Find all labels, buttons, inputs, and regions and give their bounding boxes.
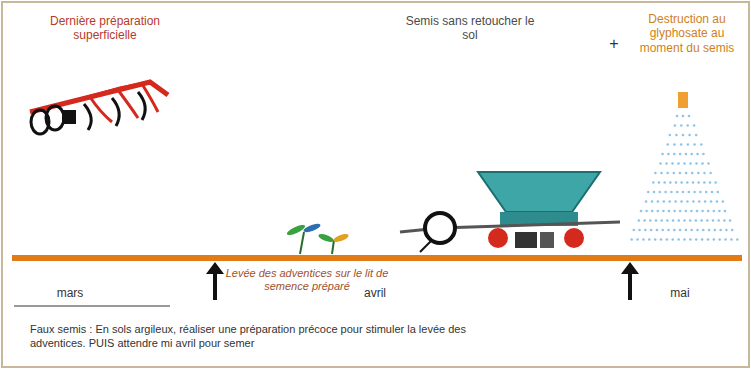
- harrow: [30, 82, 168, 134]
- weed-seedlings: [286, 222, 350, 254]
- caption: Faux semis : En sols argileux, réaliser …: [30, 322, 510, 351]
- spray-dots: [630, 115, 738, 241]
- ground-line: [12, 255, 742, 261]
- operation-label: Semis sans retoucher le sol: [405, 14, 535, 43]
- up-arrow: [621, 262, 639, 300]
- month-label: avril: [345, 286, 405, 300]
- plus-sign: +: [604, 34, 624, 53]
- scale-line: [14, 306, 170, 307]
- month-label: mars: [40, 286, 100, 300]
- up-arrow: [206, 262, 224, 300]
- operation-label: Destruction au glyphosate au moment du s…: [632, 12, 742, 55]
- month-label: mai: [650, 286, 710, 300]
- operation-label: Dernière préparation superficielle: [40, 14, 170, 43]
- sprayer: [630, 92, 738, 241]
- seeder: [400, 172, 620, 252]
